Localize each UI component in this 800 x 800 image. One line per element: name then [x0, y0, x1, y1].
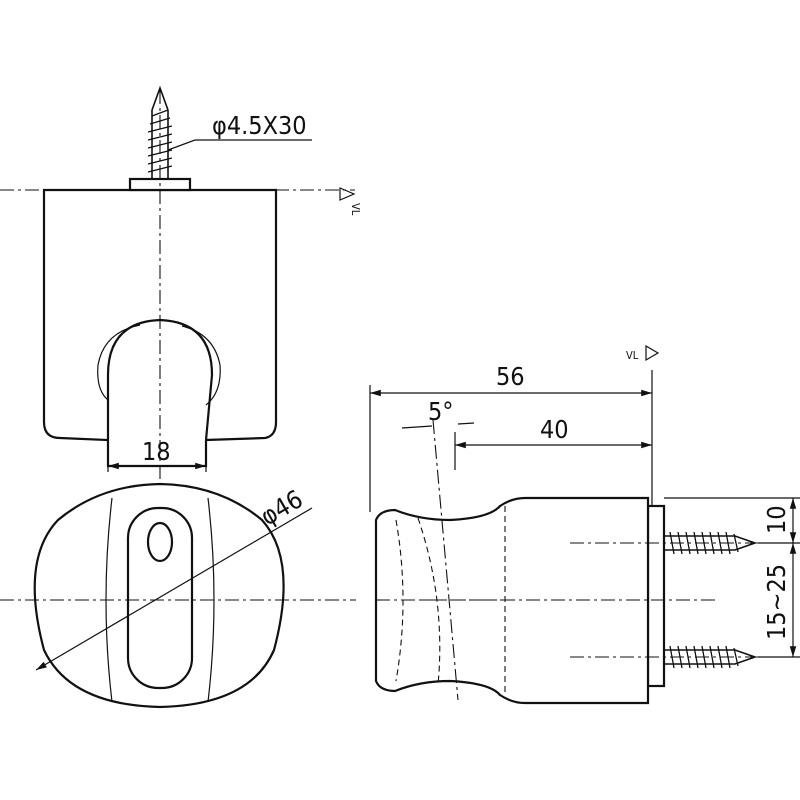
side-hidden-mid: [417, 517, 441, 686]
side-screw-lower: [664, 645, 758, 669]
front-cradle-inner: [97, 324, 141, 401]
side-screw-upper: [664, 531, 758, 555]
bottom-slot: [126, 506, 194, 690]
dim-40-label: 40: [540, 415, 569, 444]
wall-mark-right: VL: [626, 349, 639, 362]
bottom-view: φ46: [0, 482, 356, 709]
dim-angle-label: 5°: [428, 397, 454, 426]
screw-spec-leader: [167, 139, 312, 151]
front-view: φ4.5X30 VL 18: [0, 85, 362, 700]
wall-mark-top: VL: [349, 203, 362, 216]
side-view: 56 VL 5° 40 10 15~25: [369, 344, 800, 705]
screw-spec-label: φ4.5X30: [212, 111, 307, 140]
wall-marker-top: [339, 187, 356, 201]
dim-angle-arc: [401, 422, 475, 429]
dim-10-label: 10: [762, 505, 791, 534]
side-wall-plate: [646, 504, 666, 688]
dim-56-label: 56: [496, 362, 525, 391]
dim-18-label: 18: [142, 437, 171, 466]
bottom-hole: [146, 521, 174, 563]
wall-marker-right: [645, 344, 660, 362]
dim-pitch-label: 15~25: [762, 564, 791, 640]
dim-diameter-line: [35, 507, 313, 671]
angle-centerline: [432, 419, 459, 701]
